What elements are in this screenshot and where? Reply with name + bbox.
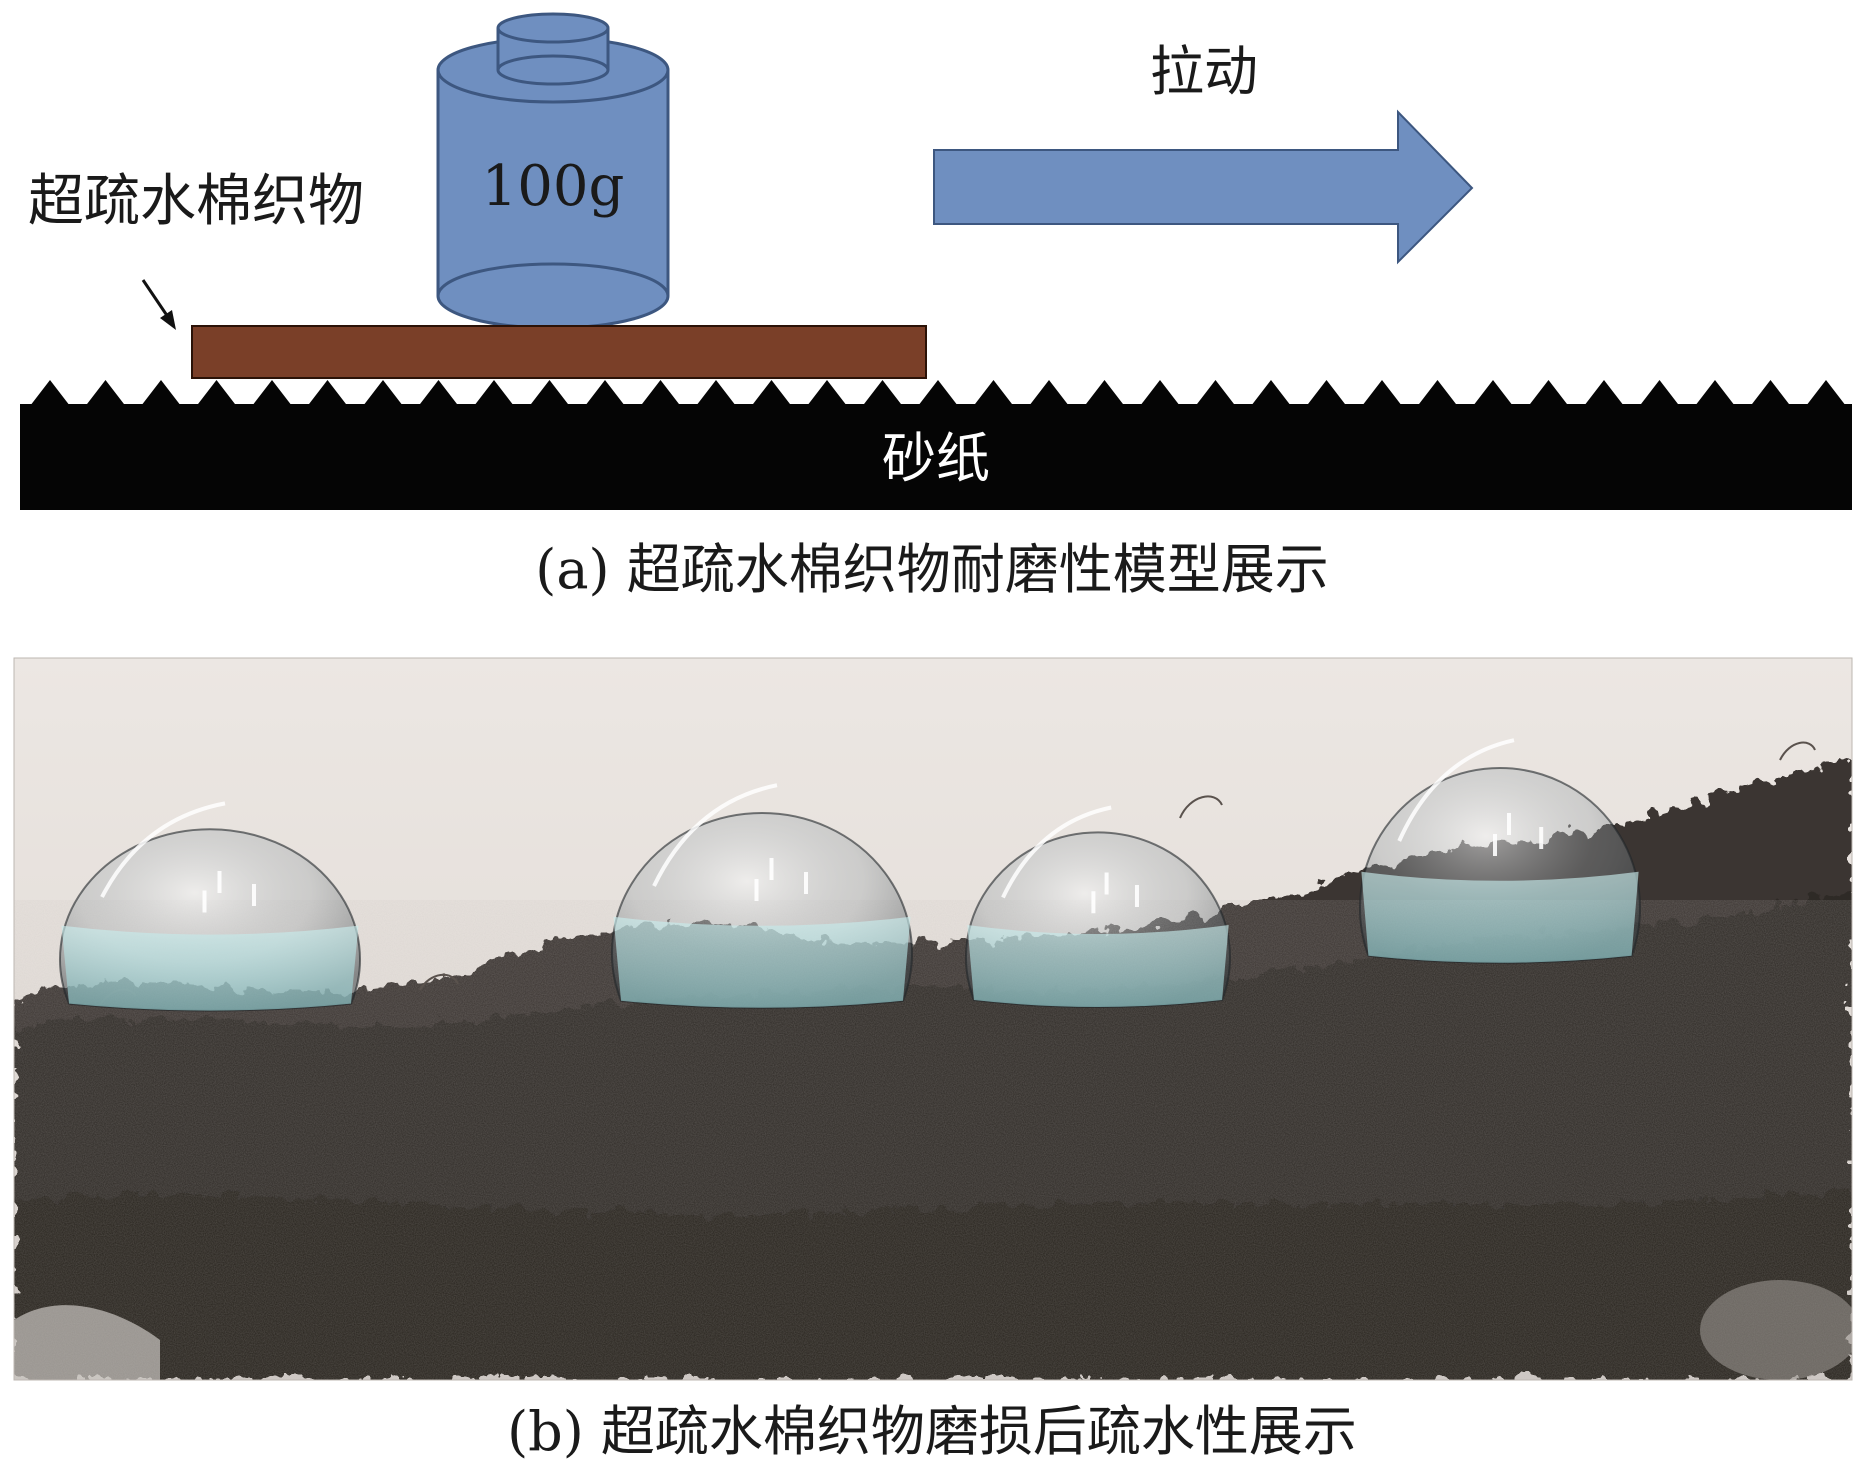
fabric-strip [191, 325, 927, 379]
weight-bottom [436, 262, 670, 330]
fabric-label: 超疏水棉织物 [28, 169, 364, 234]
fabric-pointer-arrow [141, 279, 176, 330]
sandpaper-tooth [1473, 380, 1513, 406]
sandpaper-tooth [1584, 380, 1624, 406]
water-droplets [59, 738, 1641, 1012]
sandpaper-tooth [807, 380, 847, 406]
sandpaper-tooth [141, 380, 181, 406]
weight-label: 100g [482, 154, 625, 219]
sandpaper-tooth [418, 380, 459, 406]
pull-arrow [933, 109, 1474, 265]
water-droplet [965, 805, 1231, 1008]
sandpaper-tooth [1251, 380, 1291, 406]
panel-b-photo [14, 658, 1852, 1380]
sandpaper-tooth [529, 380, 570, 406]
water-droplet [59, 801, 361, 1012]
sandpaper-tooth [474, 380, 514, 406]
water-droplet [1359, 738, 1641, 964]
sandpaper-tooth [1140, 380, 1180, 406]
pull-label: 拉动 [1150, 40, 1258, 103]
sandpaper-tooth [918, 380, 958, 406]
caption-a: (a) 超疏水棉织物耐磨性模型展示 [535, 538, 1329, 601]
sandpaper-tooth [363, 380, 403, 406]
fabric-sample [14, 741, 1852, 1380]
sandpaper-tooth [640, 380, 681, 406]
water-droplet [611, 783, 913, 1009]
panel-a-diagram: 100g 拉动 超疏水棉织物 砂纸 (a) 超疏水棉织物耐磨性模型展示 [20, 12, 1852, 601]
sandpaper-tooth [585, 380, 625, 406]
sandpaper-tooth [1639, 380, 1680, 406]
sandpaper-tooth [1806, 380, 1846, 406]
weight-knob-top [496, 12, 610, 44]
sandpaper-tooth [196, 380, 237, 406]
sandpaper-tooth [1362, 380, 1402, 406]
weight-cylinder: 100g [436, 12, 670, 330]
sandpaper: 砂纸 [20, 380, 1852, 510]
sandpaper-tooth [862, 380, 903, 406]
sandpaper-tooth [973, 380, 1014, 406]
photo-frame [13, 657, 1853, 1381]
weight-knob-bottom [496, 54, 610, 86]
sandpaper-tooth [1528, 380, 1569, 406]
sandpaper-tooth [1029, 380, 1069, 406]
sandpaper-tooth [307, 380, 348, 406]
weight-body [438, 70, 668, 296]
sandpaper-tooth [1084, 380, 1125, 406]
sandpaper-label: 砂纸 [882, 427, 990, 490]
sandpaper-tooth [1306, 380, 1347, 406]
sandpaper-tooth [1195, 380, 1236, 406]
sandpaper-tooth [1417, 380, 1458, 406]
sandpaper-tooth [252, 380, 292, 406]
sandpaper-tooth [1750, 380, 1791, 406]
sandpaper-tooth [30, 380, 70, 406]
sandpaper-tooth [85, 380, 126, 406]
sandpaper-tooth [1695, 380, 1735, 406]
caption-b: (b) 超疏水棉织物磨损后疏水性展示 [507, 1400, 1357, 1463]
sandpaper-tooth [696, 380, 736, 406]
sandpaper-tooth [751, 380, 792, 406]
sandpaper-base [20, 404, 1852, 510]
sandpaper-teeth [30, 380, 1846, 406]
